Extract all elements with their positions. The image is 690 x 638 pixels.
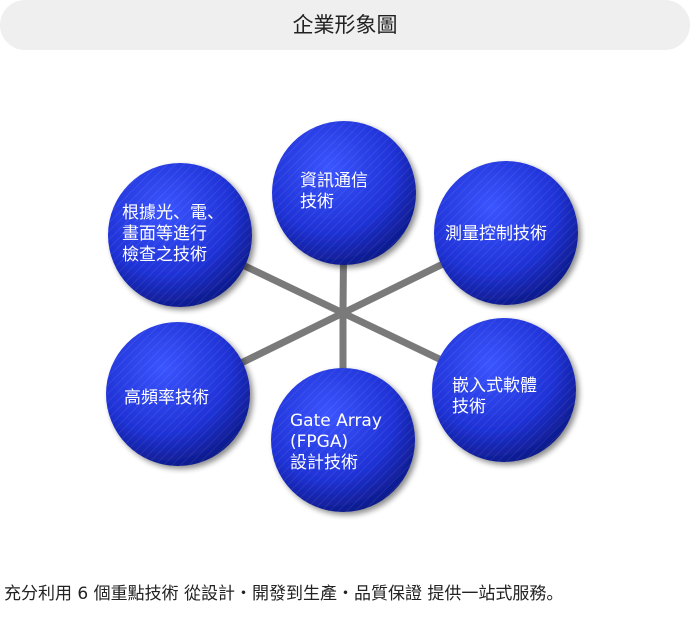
footer-description: 充分利用 6 個重點技術 從設計・開發到生產・品質保證 提供一站式服務。 <box>4 584 564 604</box>
node-label-line: 檢查之技術 <box>122 245 207 265</box>
page-title: 企業形象圖 <box>292 13 398 37</box>
node-label-line: 技術 <box>300 192 334 212</box>
node-texture <box>108 163 252 307</box>
node-label-line: 高頻率技術 <box>124 388 209 408</box>
title-bar <box>0 0 690 50</box>
node-label-line: 測量控制技術 <box>445 224 547 244</box>
node-high-frequency: 高頻率技術 <box>106 322 250 466</box>
node-texture <box>106 322 250 466</box>
node-texture <box>271 368 415 512</box>
node-texture <box>272 121 416 265</box>
node-label-line: 嵌入式軟體 <box>452 376 537 396</box>
node-label-line: 畫面等進行 <box>122 224 207 244</box>
node-label-line: 技術 <box>452 397 486 417</box>
node-gate-array: Gate Array(FPGA)設計技術 <box>271 368 415 512</box>
node-measure-control: 測量控制技術 <box>434 161 578 305</box>
node-label-line: 設計技術 <box>290 453 358 473</box>
node-texture <box>432 318 576 462</box>
node-label-line: (FPGA) <box>290 432 348 452</box>
node-label-line: Gate Array <box>290 411 382 431</box>
node-label-line: 資訊通信 <box>300 171 368 191</box>
node-label-line: 根據光、電、 <box>122 203 224 223</box>
node-texture <box>434 161 578 305</box>
